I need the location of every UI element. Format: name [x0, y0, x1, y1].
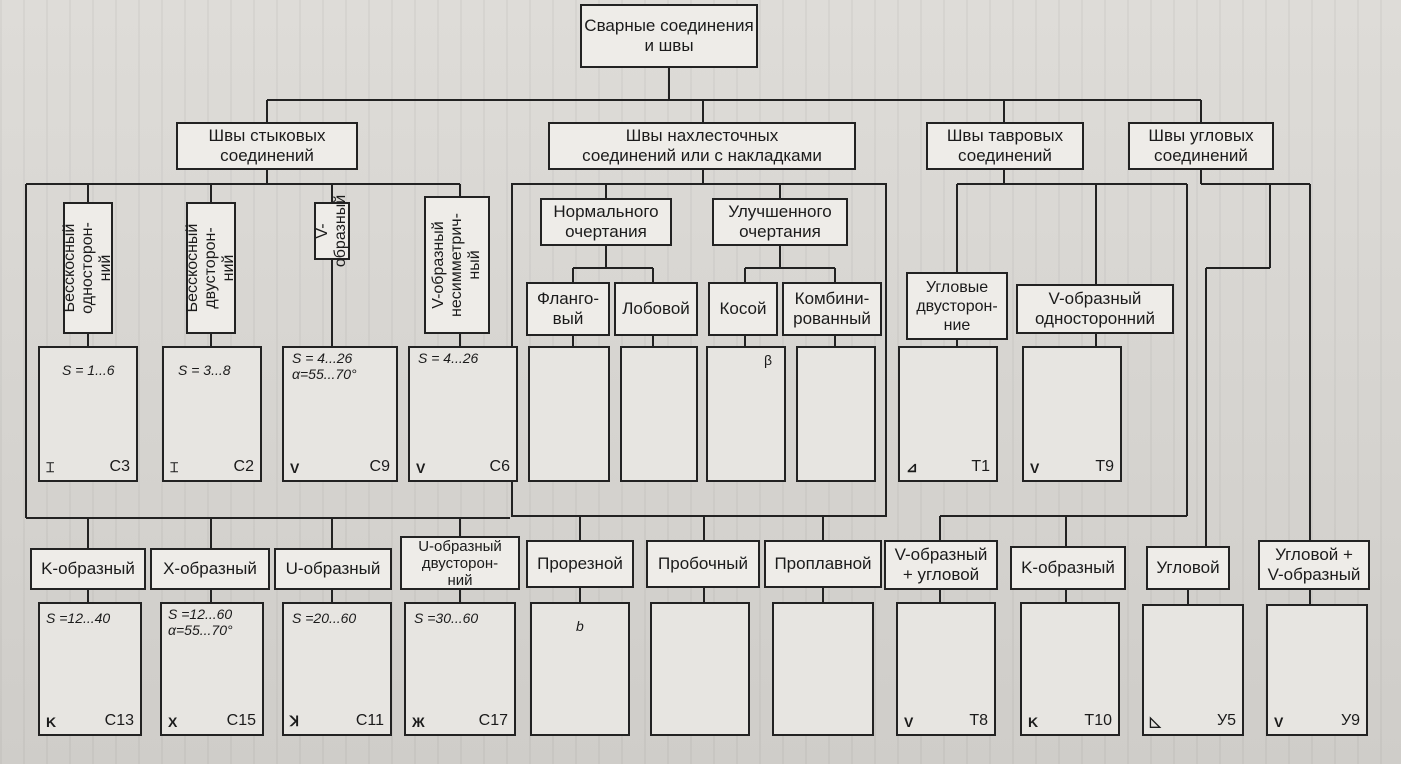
panel-c2: S = 3...8 ⌶ С2 — [162, 346, 262, 482]
tee-type-v-single: V-образный односторонний — [1016, 284, 1174, 334]
category-corner: Швы угловых соединений — [1128, 122, 1274, 170]
weld-code: С17 — [478, 712, 508, 729]
panel-c11: S =20...60 ꓘ С11 — [282, 602, 392, 736]
butt-type-u: U-образный — [274, 548, 392, 590]
butt-type-k: K-образный — [30, 548, 146, 590]
panel-t9: V Т9 — [1022, 346, 1122, 482]
panel-c9: S = 4...26 α=55...70° V С9 — [282, 346, 398, 482]
panel-t10: K Т10 — [1020, 602, 1120, 736]
weld-code: Т1 — [971, 458, 990, 475]
panel-c13: S =12...40 K С13 — [38, 602, 142, 736]
tee-type-v-plus-fillet: V-образный + угловой — [884, 540, 998, 590]
lap-type-frontal: Лобовой — [614, 282, 698, 336]
panel-t1: ⊿ Т1 — [898, 346, 998, 482]
panel-plug — [650, 602, 750, 736]
panel-u5: ◺ У5 — [1142, 604, 1244, 736]
lap-type-slot: Прорезной — [526, 540, 634, 588]
weld-code: С3 — [109, 458, 130, 475]
param-text: S =12...60 α=55...70° — [168, 606, 233, 638]
weld-symbol: V — [1030, 460, 1040, 476]
weld-code: Т8 — [969, 712, 988, 729]
weld-symbol: Ж — [412, 714, 425, 730]
weld-code: С13 — [104, 712, 134, 729]
weld-code: С11 — [355, 712, 384, 729]
weld-code: Т10 — [1084, 712, 1112, 729]
weld-symbol: ⌶ — [46, 459, 55, 475]
weld-symbol: V — [1274, 714, 1284, 730]
lap-type-plug: Пробочный — [646, 540, 760, 588]
butt-type-double-sided: Бесскосный двусторон- ний — [184, 202, 237, 334]
param-text: S = 1...6 — [62, 362, 115, 378]
panel-t8: V Т8 — [896, 602, 996, 736]
weld-symbol: V — [904, 714, 914, 730]
panel-u9: V У9 — [1266, 604, 1368, 736]
weld-symbol: V — [416, 460, 426, 476]
beta-label: β — [764, 352, 773, 368]
butt-type-v: V-образный — [314, 195, 350, 267]
weld-symbol: ⌶ — [170, 459, 179, 475]
root-node: Сварные соединения и швы — [580, 4, 758, 68]
category-lap: Швы нахлесточных соединений или с наклад… — [548, 122, 856, 170]
weld-code: С15 — [226, 712, 256, 729]
param-text: S =12...40 — [46, 610, 111, 626]
param-text: S =30...60 — [414, 610, 479, 626]
tee-type-fillet-double: Угловые двусторон- ние — [906, 272, 1008, 340]
butt-type-single-sided: Бесскосный односторон- ний — [61, 202, 114, 334]
panel-c3: S = 1...6 ⌶ С3 — [38, 346, 138, 482]
weld-code: У9 — [1340, 712, 1360, 729]
weld-code: Т9 — [1095, 458, 1114, 475]
panel-c6: S = 4...26 V С6 — [408, 346, 518, 482]
butt-type-label: V-образный — [314, 194, 349, 268]
panel-c15: S =12...60 α=55...70° X С15 — [160, 602, 264, 736]
butt-type-label: Бесскосный односторон- ний — [61, 222, 114, 314]
param-text: S = 4...26 — [418, 350, 479, 366]
butt-type-x: X-образный — [150, 548, 270, 590]
param-text: S =20...60 — [292, 610, 357, 626]
panel-flange — [528, 346, 610, 482]
weld-symbol: X — [168, 714, 178, 730]
butt-type-label: Бесскосный двусторон- ний — [184, 223, 237, 313]
weld-symbol: ◺ — [1150, 713, 1161, 729]
panel-oblique: β — [706, 346, 786, 482]
corner-type-fillet-v: Угловой + V-образный — [1258, 540, 1370, 590]
weld-symbol: V — [290, 460, 300, 476]
panel-slot: b — [530, 602, 630, 736]
category-butt: Швы стыковых соединений — [176, 122, 358, 170]
panel-c17: S =30...60 Ж С17 — [404, 602, 516, 736]
weld-symbol: K — [1028, 714, 1039, 730]
weld-code: С2 — [233, 458, 254, 475]
category-tee: Швы тавровых соединений — [926, 122, 1084, 170]
param-text: S = 3...8 — [178, 362, 231, 378]
butt-type-u-double: U-образный двусторон- ний — [400, 536, 520, 590]
butt-type-label: V-образный несимметрич- ный — [430, 213, 483, 317]
weld-symbol: K — [46, 714, 57, 730]
lap-type-flange: Фланго- вый — [526, 282, 610, 336]
lap-shape-normal: Нормального очертания — [540, 198, 672, 246]
weld-symbol: ꓘ — [290, 713, 300, 729]
lap-type-oblique: Косой — [708, 282, 778, 336]
weld-symbol: ⊿ — [906, 459, 918, 475]
weld-code: С9 — [369, 458, 390, 475]
tee-type-k: K-образный — [1010, 546, 1126, 590]
panel-melt — [772, 602, 874, 736]
lap-shape-improved: Улучшенного очертания — [712, 198, 848, 246]
corner-type-fillet: Угловой — [1146, 546, 1230, 590]
panel-combined — [796, 346, 876, 482]
lap-type-melt: Проплавной — [764, 540, 882, 588]
param-text: S = 4...26 α=55...70° — [292, 350, 357, 382]
slot-width-label: b — [576, 618, 584, 634]
lap-type-combined: Комбини- рованный — [782, 282, 882, 336]
weld-code: У5 — [1216, 712, 1236, 729]
panel-frontal — [620, 346, 698, 482]
butt-type-v-asym: V-образный несимметрич- ный — [424, 196, 490, 334]
weld-code: С6 — [489, 458, 510, 475]
